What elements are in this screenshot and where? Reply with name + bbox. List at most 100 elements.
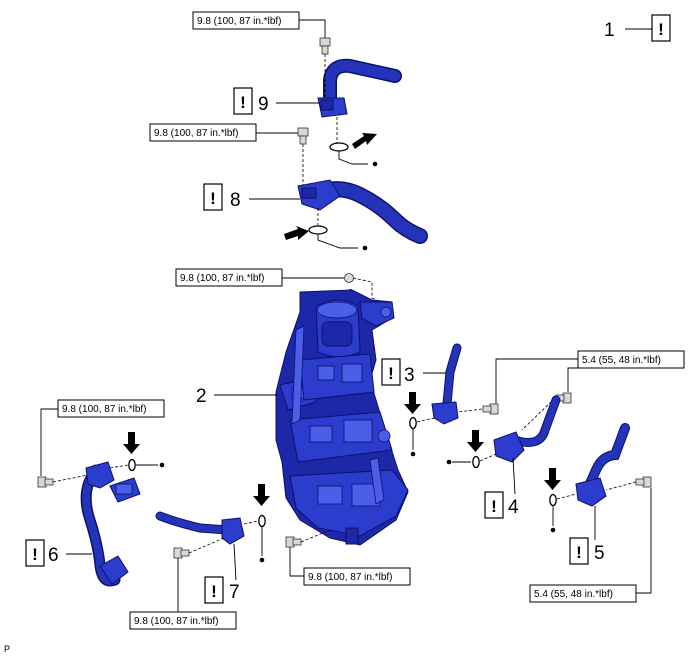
warning-icon-glyph: ! xyxy=(32,545,38,564)
warning-icon-glyph: ! xyxy=(388,364,394,383)
callout-9-number: 9 xyxy=(258,94,269,115)
nut-icon xyxy=(344,273,354,283)
warning-icon-glyph: ! xyxy=(576,543,582,562)
warning-icon xyxy=(569,537,589,565)
oring-part-5 xyxy=(549,493,557,507)
torque-34-leader-b xyxy=(567,367,600,392)
oring-4-arrow-icon xyxy=(467,430,484,452)
torque-label-8: 9.8 (100, 87 in.*lbf) xyxy=(154,128,239,139)
callout-7-leader xyxy=(233,543,237,581)
bolt-6-axis xyxy=(52,474,89,483)
bolt-part-5 xyxy=(635,476,652,488)
callout-2: 2 xyxy=(196,386,278,407)
oring-3-arrow-icon xyxy=(404,392,421,414)
torque-label-7: 9.8 (100, 87 in.*lbf) xyxy=(134,616,219,627)
torque-label-6-box xyxy=(57,399,165,418)
torque-9-leader xyxy=(299,19,326,38)
torque-label-6: 9.8 (100, 87 in.*lbf) xyxy=(62,404,147,415)
bolt-4-axis xyxy=(521,397,556,431)
oring-part-9 xyxy=(329,142,349,152)
oring-5-axis xyxy=(556,493,577,500)
replace-part-dot xyxy=(446,459,452,465)
oring-part-6 xyxy=(128,458,136,472)
bolt-pump-bottom xyxy=(285,536,302,548)
torque-label-bottom: 9.8 (100, 87 in.*lbf) xyxy=(308,572,393,583)
part-2-pump-body xyxy=(275,289,409,546)
callout-6-number: 6 xyxy=(48,545,59,566)
callout-3-number: 3 xyxy=(404,365,415,386)
callout-5: ! 5 xyxy=(569,506,605,565)
bolt-part-8 xyxy=(297,127,309,145)
replace-part-dot xyxy=(550,527,556,533)
torque-label-2-box xyxy=(175,268,283,287)
torque-bottom-leader xyxy=(289,547,304,577)
part-8-hose xyxy=(297,179,428,244)
callout-4-leader xyxy=(512,457,516,495)
torque-label-bottom-box xyxy=(303,567,411,586)
warning-icon-glyph: ! xyxy=(491,497,497,516)
callout-7: ! 7 xyxy=(204,543,240,604)
torque-label-9: 9.8 (100, 87 in.*lbf) xyxy=(197,16,282,27)
warning-icon xyxy=(25,539,45,567)
bolt-part-3 xyxy=(482,403,499,415)
torque-label-5-box xyxy=(529,584,637,603)
oring-6-axis xyxy=(109,464,129,469)
part-6-tube xyxy=(80,461,141,587)
warning-icon xyxy=(381,358,401,386)
torque-label-5: 5.4 (55, 48 in.*lbf) xyxy=(534,589,613,600)
oring-7-arrow-icon xyxy=(253,484,270,506)
callout-7-number: 7 xyxy=(229,582,240,603)
callout-1-number: 1 xyxy=(604,20,615,41)
oring-6-arrow-icon xyxy=(123,432,140,454)
torque-label-8-box xyxy=(149,123,257,142)
warning-icon xyxy=(233,87,253,115)
torque-label-2: 9.8 (100, 87 in.*lbf) xyxy=(180,273,265,284)
warning-icon xyxy=(484,491,504,519)
callout-4-number: 4 xyxy=(508,497,519,518)
oring-8-arrow-icon xyxy=(284,226,309,240)
oring-part-8 xyxy=(308,225,328,235)
callout-9: ! 9 xyxy=(233,87,320,115)
oring-part-4 xyxy=(472,455,480,469)
oring-part-7 xyxy=(258,514,266,528)
callout-3: ! 3 xyxy=(381,358,446,386)
part-5-tube xyxy=(575,423,630,507)
torque-label-34-box xyxy=(577,350,685,369)
replace-part-dot xyxy=(159,462,165,468)
torque-label-9-box xyxy=(192,11,300,30)
bolt-part-7 xyxy=(173,547,190,559)
bolt-part-6 xyxy=(37,476,54,488)
torque-6-leader xyxy=(40,408,58,476)
callout-4: ! 4 xyxy=(484,457,519,519)
warning-icon xyxy=(651,14,671,42)
oring-4-axis xyxy=(479,453,497,462)
oring-8-leader xyxy=(317,234,358,249)
oring-5-arrow-icon xyxy=(544,468,561,490)
replace-part-dot xyxy=(362,245,368,251)
callout-8-number: 8 xyxy=(230,190,241,211)
callout-1: 1 ! xyxy=(604,14,671,42)
oring-9-arrow-icon xyxy=(352,133,377,149)
bolt-5-axis xyxy=(605,481,637,491)
oring-9-leader xyxy=(338,151,368,165)
part-3-tube xyxy=(431,343,462,425)
oring-3-axis xyxy=(416,417,435,423)
bolt-part-9 xyxy=(319,37,331,55)
replace-part-dot xyxy=(372,161,378,167)
torque-5-leader xyxy=(636,488,652,594)
torque-34-leader-a xyxy=(495,358,578,404)
warning-icon-glyph: ! xyxy=(210,189,216,208)
warning-icon xyxy=(203,183,223,211)
warning-icon-glyph: ! xyxy=(240,93,246,112)
part-7-tube xyxy=(155,511,245,545)
warning-icon-glyph: ! xyxy=(658,20,664,39)
diagram-code: P xyxy=(4,644,10,654)
part-4-tube xyxy=(493,395,561,463)
oring-7-axis xyxy=(243,520,259,525)
callout-8: ! 8 xyxy=(203,183,300,211)
warning-icon xyxy=(204,576,224,604)
oring-part-3 xyxy=(409,416,417,430)
warning-icon-glyph: ! xyxy=(211,582,217,601)
nut-axis xyxy=(352,277,381,303)
